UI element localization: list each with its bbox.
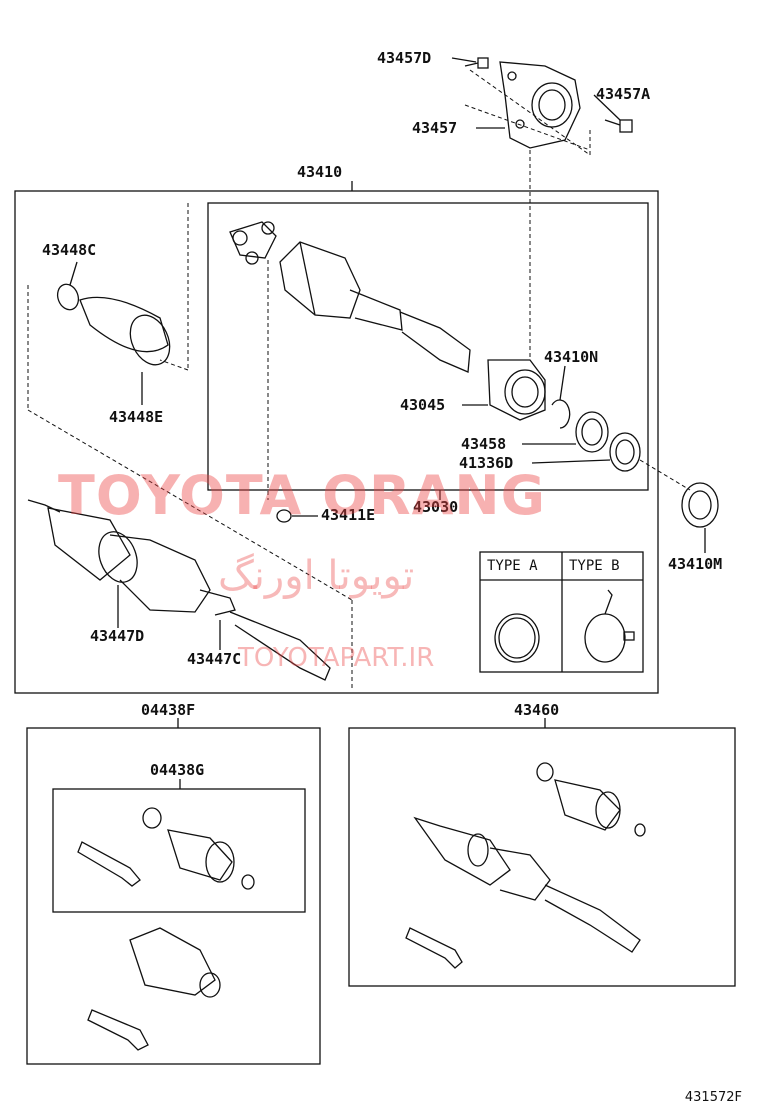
boot-43460	[554, 779, 621, 831]
label-43458: 43458	[461, 435, 507, 453]
watermark-brand: TOYOTA ORANG	[58, 464, 546, 527]
bearing-43045	[487, 359, 546, 421]
label-43460: 43460	[514, 701, 560, 719]
kit-04438F-frame	[26, 727, 321, 1065]
clip-43411E	[276, 509, 292, 523]
label-43030: 43030	[413, 498, 459, 516]
label-43447D: 43447D	[90, 627, 145, 645]
outboard-joint-assembly	[27, 499, 331, 681]
inboard-joint-housing-43030	[279, 241, 471, 373]
grease-tube-1	[77, 841, 141, 887]
type-a-clamp-icon	[494, 613, 540, 663]
grease-tube-3	[405, 927, 463, 969]
watermark-url: TOYOTAPART.IR	[238, 643, 435, 673]
label-43457D: 43457D	[377, 49, 432, 67]
label-43411E: 43411E	[321, 506, 376, 524]
reference-code: 431572F	[684, 1090, 742, 1105]
kit-04438G-frame	[52, 788, 306, 913]
label-43410N: 43410N	[544, 348, 599, 366]
oil-seal-41336D	[609, 432, 641, 472]
label-04438F: 04438F	[141, 701, 196, 719]
label-41336D: 41336D	[459, 454, 514, 472]
boot-large-kit	[129, 927, 221, 998]
clamp-type-box	[479, 551, 644, 673]
assembly-43410-frame	[14, 190, 659, 694]
watermark-persian: تویوتا اورنگ	[218, 553, 415, 599]
label-43448C: 43448C	[42, 241, 97, 259]
type-b-label: TYPE B	[569, 558, 620, 574]
grease-tube-2	[87, 1009, 149, 1051]
label-43410M: 43410M	[668, 555, 723, 573]
label-43447C: 43447C	[187, 650, 242, 668]
tripod-joint	[229, 221, 277, 265]
bearing-bracket-43457	[499, 61, 581, 149]
drive-shaft-43460	[413, 816, 641, 953]
label-43457: 43457	[412, 119, 458, 137]
label-43410: 43410	[297, 163, 343, 181]
snap-ring-43410N	[551, 399, 571, 429]
label-04438G: 04438G	[150, 761, 205, 779]
type-a-label: TYPE A	[487, 558, 538, 574]
kit-43460-frame	[348, 727, 736, 987]
label-43448E: 43448E	[109, 408, 164, 426]
boot-clamp-43448C	[56, 283, 80, 311]
seal-43410M	[681, 482, 719, 528]
label-43457A: 43457A	[596, 85, 651, 103]
inner-box-43030	[207, 202, 649, 491]
type-b-clamp-icon	[584, 613, 626, 663]
boot-43448E	[79, 296, 171, 366]
bearing-43458	[575, 411, 609, 453]
bolt-43457A	[604, 119, 633, 133]
label-43045: 43045	[400, 396, 446, 414]
bolt-43457D	[464, 57, 489, 69]
boot-small-kit	[167, 829, 235, 883]
